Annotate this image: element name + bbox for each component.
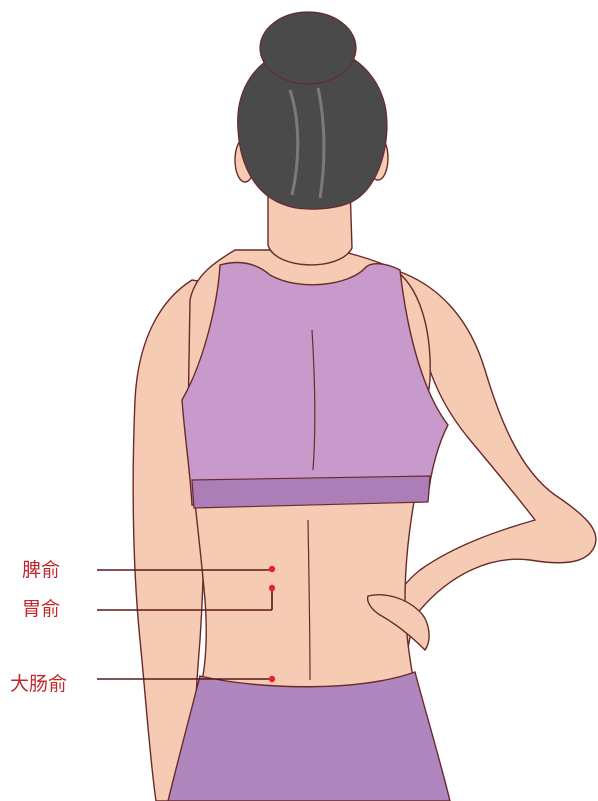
acupoint-label-dachangshu: 大肠俞 (10, 675, 67, 694)
top-band (192, 476, 430, 508)
briefs (168, 672, 450, 801)
acupoint-dachangshu-marker (269, 676, 275, 682)
acupoint-label-pishu: 脾俞 (22, 561, 60, 580)
acupoint-label-weishu: 胃俞 (22, 600, 60, 619)
acupoint-weishu-marker (269, 585, 275, 591)
hair-bun (260, 12, 356, 84)
acupoint-pishu-marker (269, 566, 275, 572)
